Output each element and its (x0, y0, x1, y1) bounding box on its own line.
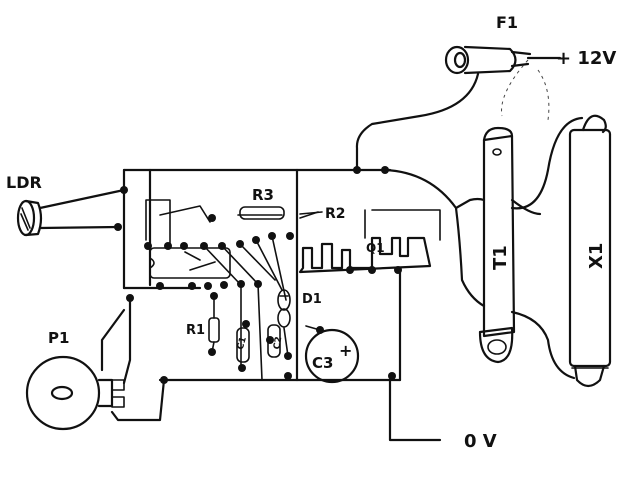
t1-label: T1 (490, 245, 511, 270)
diode-d1 (277, 289, 291, 357)
c1-label: C1 (236, 336, 249, 351)
supply-positive-label: + 12V (556, 48, 616, 69)
capacitor-c1 (236, 327, 250, 363)
wire-ground (388, 378, 442, 442)
c2-label: C2 (272, 336, 284, 350)
wire-fuse-to-board (355, 72, 480, 172)
ground-label: 0 V (464, 431, 497, 452)
resistor-r1 (208, 295, 220, 353)
capacitor-c2 (267, 324, 281, 358)
tube-x1 (568, 114, 612, 388)
r3-label: R3 (252, 186, 274, 204)
ldr-sensor (16, 188, 126, 237)
q1-heatsink (298, 236, 432, 274)
transformer-t1 (478, 126, 516, 364)
fuse-f1 (444, 45, 562, 75)
r1-label: R1 (186, 323, 205, 338)
fuse-label: F1 (496, 13, 518, 32)
d1-label: D1 (302, 292, 322, 307)
x1-label: X1 (586, 243, 607, 269)
potentiometer-p1 (25, 296, 166, 431)
ldr-label: LDR (6, 173, 42, 192)
c3-label: C3 (312, 354, 333, 372)
p1-label: P1 (48, 329, 69, 347)
capacitor-c3 (304, 325, 360, 384)
c3-polarity-label: + (339, 341, 352, 360)
r2-label: R2 (325, 206, 346, 222)
resistor-r3 (239, 206, 285, 220)
q1-label: Q1 (366, 241, 385, 255)
ic-footprint (149, 247, 231, 279)
